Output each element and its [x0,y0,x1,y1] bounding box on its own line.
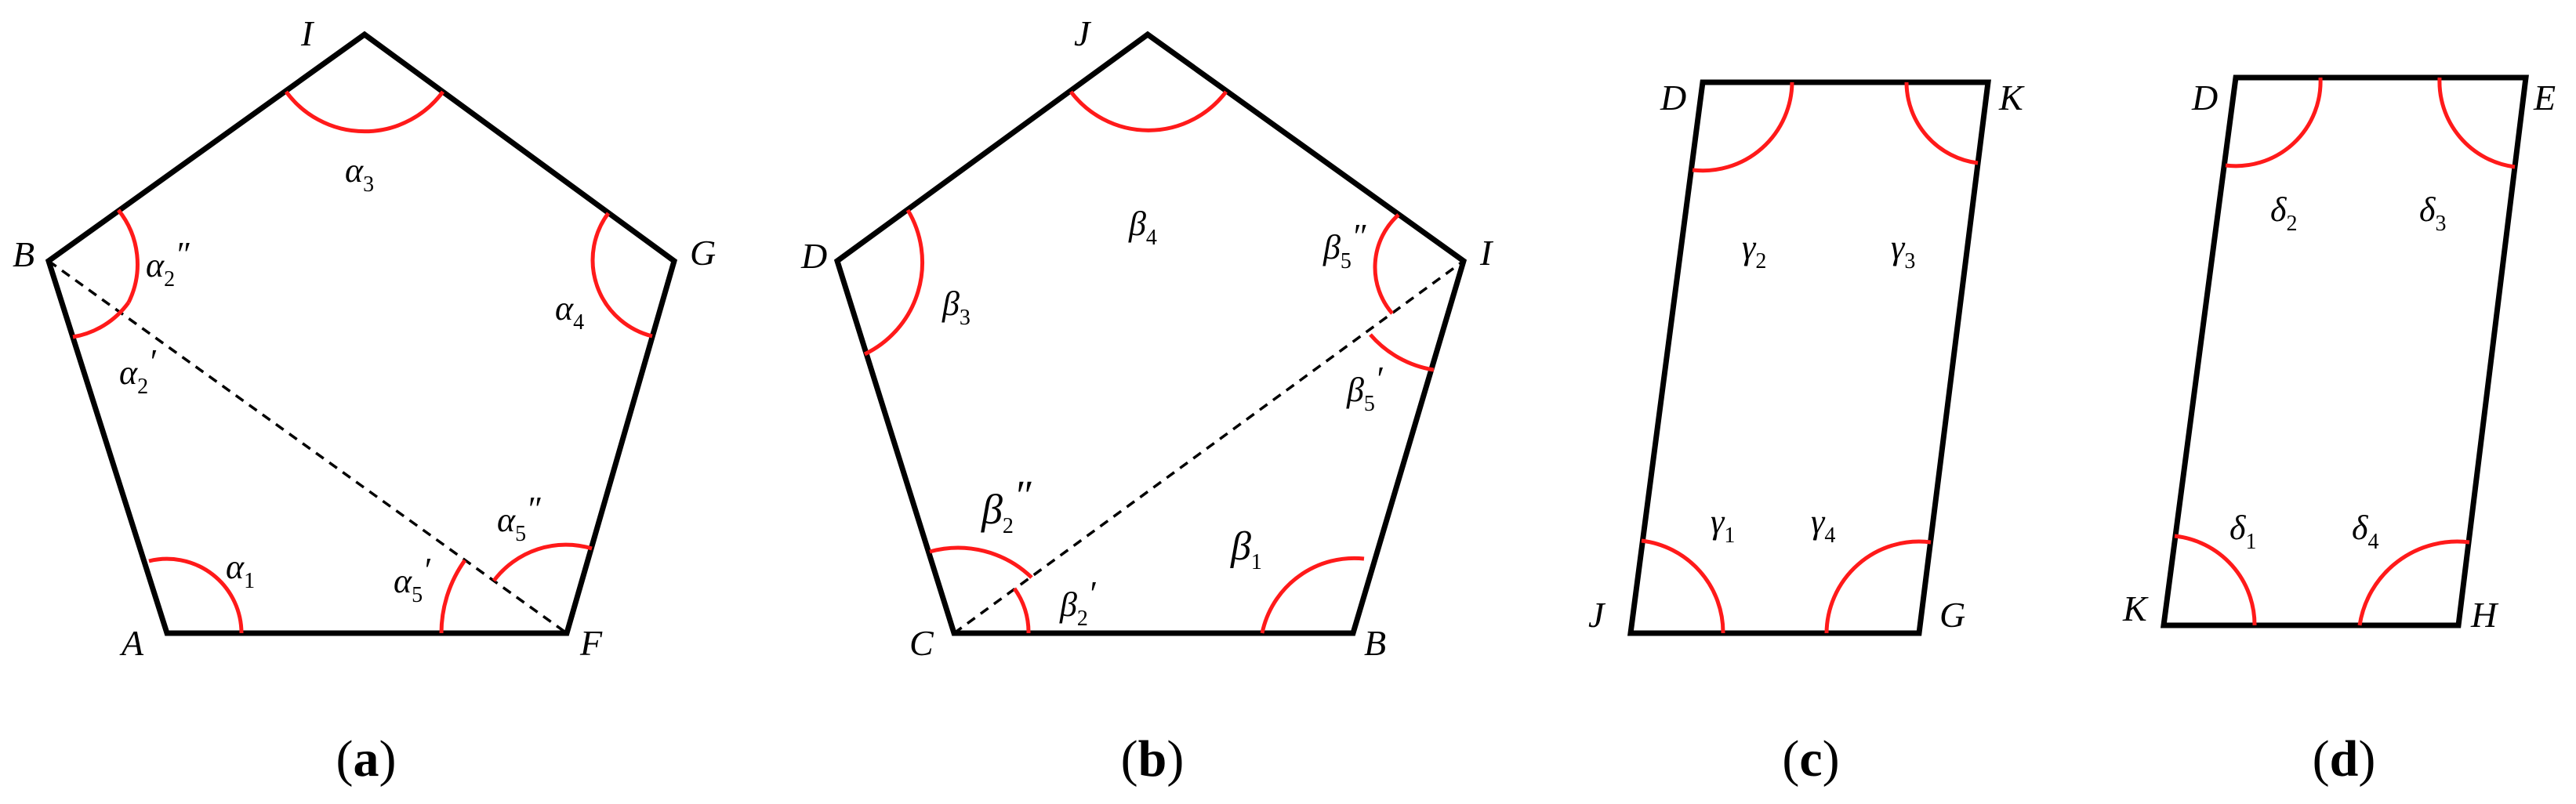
vertex-label: J [1588,595,1606,635]
vertex-label: K [1998,78,2025,118]
panel-c: D K J G γ2 γ3 γ1 γ4 (c) [1588,78,2025,788]
vertex-label: A [119,623,144,663]
angle-label-alpha3: α3 [345,151,374,197]
angle-label-alpha5p: α5′ [394,551,431,607]
arc-delta4 [2357,539,2470,626]
vertex-label: K [2122,589,2149,628]
vertex-label: H [2470,595,2499,635]
arc-gamma3 [1904,81,1979,165]
angle-label-gamma2: γ2 [1742,228,1766,273]
vertex-label: D [800,236,827,276]
arc-delta2 [2225,77,2323,168]
arc-alpha2pp [117,208,140,304]
vertex-label: B [1364,623,1386,663]
caption-d: (d) [2313,730,2376,788]
angle-label-beta2p: β2′ [1059,574,1097,631]
diagonal-ci [952,259,1465,635]
angle-label-beta3: β3 [942,284,971,330]
arc-beta5pp [1373,213,1400,315]
arc-delta3 [2437,77,2516,169]
angle-label-beta2pp: β2″ [981,472,1032,538]
arc-alpha4 [590,212,653,339]
angle-label-alpha2p: α2′ [119,342,157,399]
pentagon-a [45,31,678,636]
pentagon-b [833,31,1468,636]
caption-c: (c) [1782,730,1839,788]
angle-label-beta4: β4 [1128,205,1157,250]
angle-label-delta2: δ2 [2270,190,2297,236]
caption-a: (a) [336,730,397,788]
vertex-label: F [579,623,603,663]
vertex-label: B [13,234,34,274]
arc-alpha3 [284,90,445,134]
angle-label-delta1: δ1 [2230,509,2256,554]
arc-alpha5pp [492,542,593,582]
parallelogram-d [2161,74,2529,628]
arc-beta3 [863,208,924,357]
angle-label-alpha2pp: α2″ [146,235,190,292]
angle-label-beta1: β1 [1230,524,1262,574]
arc-beta4 [1069,90,1228,132]
angle-label-alpha1: α1 [226,548,255,593]
angle-label-delta4: δ4 [2352,509,2378,554]
vertex-label: G [690,233,716,273]
arc-beta5p [1369,333,1435,372]
panel-a: I B G A F α3 α2″ α4 α2′ α5″ α1 α5′ (a) [13,13,716,788]
angle-label-delta3: δ3 [2419,190,2446,236]
vertex-label: G [1939,595,1965,635]
angle-label-gamma1: γ1 [1711,502,1735,548]
vertex-label: D [2191,78,2218,118]
panel-b: J D I C B β4 β3 β5″ β5′ β2″ β1 β2′ (b) [800,13,1494,788]
angle-label-beta5p: β5′ [1346,360,1384,416]
angle-label-alpha4: α4 [555,289,584,335]
caption-b: (b) [1121,730,1185,788]
arc-alpha5p [439,559,467,634]
vertex-label: C [909,623,934,663]
parallelogram-c [1627,79,1991,636]
diagonal-bf [47,259,568,635]
angle-label-gamma3: γ3 [1891,228,1915,273]
arc-beta2pp [929,545,1033,579]
arc-gamma2 [1692,81,1794,173]
arc-delta1 [2174,534,2257,626]
arc-alpha2p [72,301,131,339]
angle-label-alpha5pp: α5″ [497,490,541,546]
arc-beta2p [1012,587,1031,634]
arc-alpha1 [148,556,244,634]
angle-label-gamma4: γ4 [1811,502,1835,548]
angle-label-beta5pp: β5″ [1322,217,1366,273]
arc-gamma1 [1641,538,1725,634]
vertex-label: E [2533,78,2556,118]
vertex-label: I [1479,233,1494,273]
arc-beta1 [1260,556,1365,634]
vertex-label: J [1074,13,1092,53]
vertex-label: D [1660,78,1686,118]
vertex-label: I [300,13,315,53]
arc-gamma4 [1824,539,1932,634]
panel-d: D E K H δ2 δ3 δ1 δ4 (d) [2122,74,2556,788]
